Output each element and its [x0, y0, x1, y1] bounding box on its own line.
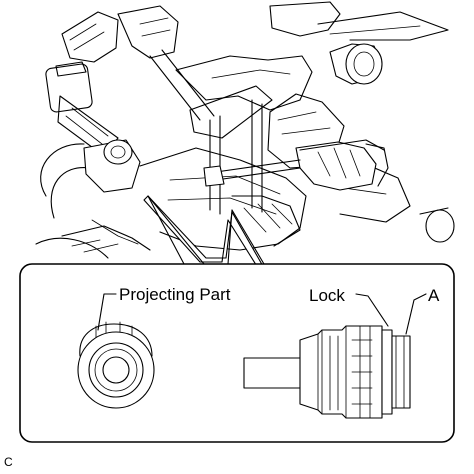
connector-front-view — [77, 321, 155, 409]
figure-code-label: C — [4, 455, 13, 469]
connector-side-view — [243, 325, 411, 419]
projecting-part-label: Projecting Part — [119, 285, 231, 304]
part-a-label: A — [428, 286, 440, 305]
lock-label: Lock — [309, 286, 345, 305]
callout-pointer — [143, 195, 265, 269]
engine-bay-outline — [35, 1, 455, 259]
connector-plug-left — [45, 61, 141, 193]
lock-leader — [355, 293, 389, 327]
connector-plug-right — [203, 139, 389, 191]
projecting-part-leader — [97, 293, 117, 331]
part-a-leader — [405, 293, 427, 335]
